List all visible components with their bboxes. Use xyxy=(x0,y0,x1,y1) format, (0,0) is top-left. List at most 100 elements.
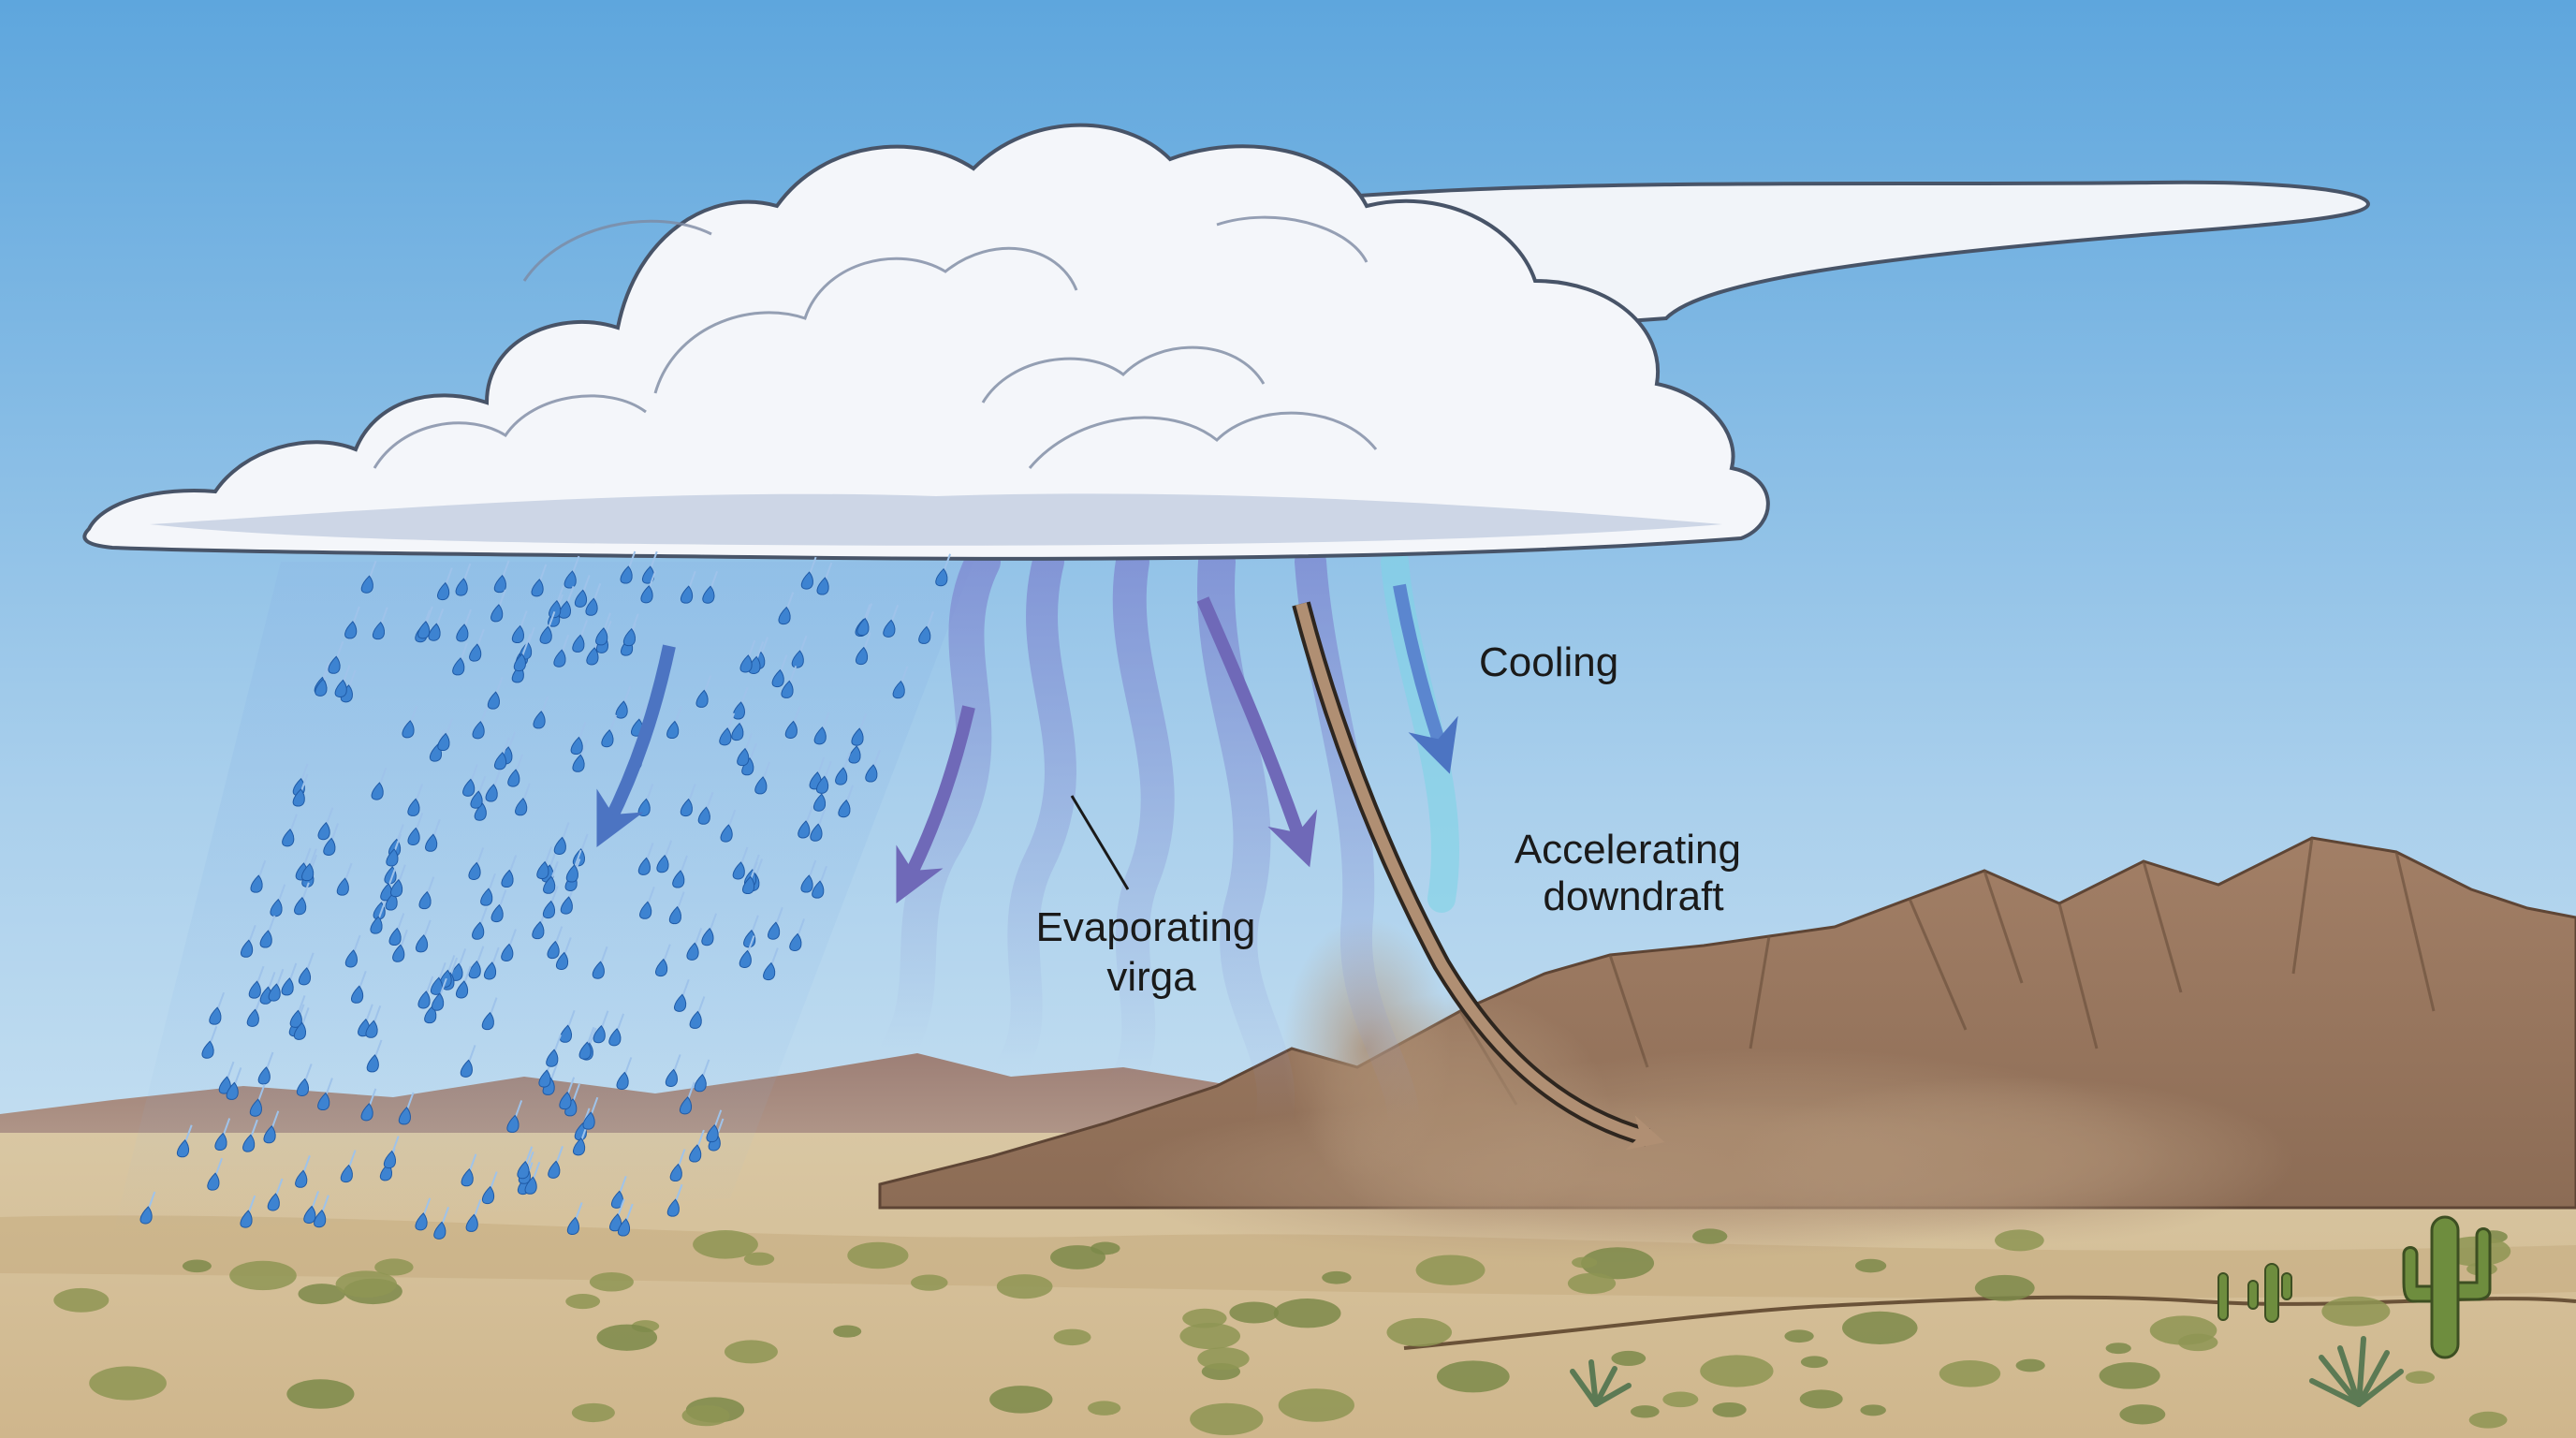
raindrop xyxy=(856,632,871,666)
raindrop xyxy=(372,607,388,640)
raindrop xyxy=(732,846,749,880)
raindrop xyxy=(365,1005,382,1038)
raindrop xyxy=(437,718,454,752)
raindrop xyxy=(470,775,487,809)
shrub xyxy=(2105,1343,2131,1355)
raindrop xyxy=(669,1149,686,1182)
shrub xyxy=(229,1260,297,1291)
shrub xyxy=(2149,1315,2217,1345)
raindrop xyxy=(566,1202,583,1236)
raindrop xyxy=(248,965,265,999)
raindrop xyxy=(798,805,813,839)
downdraft-label-line2: downdraft xyxy=(1543,873,1723,919)
raindrop xyxy=(549,585,564,619)
raindrop xyxy=(655,944,671,977)
raindrop xyxy=(517,1146,534,1180)
raindrop xyxy=(490,889,507,923)
desert-shrubs xyxy=(53,1228,2511,1436)
raindrop xyxy=(601,714,618,748)
raindrop xyxy=(295,1154,311,1188)
raindrop xyxy=(214,1118,231,1152)
raindrop xyxy=(417,976,434,1009)
raindrop xyxy=(791,635,808,668)
shrub xyxy=(833,1325,862,1338)
raindrop xyxy=(739,935,755,968)
rain-downdraft-arrow xyxy=(596,644,676,848)
shrub xyxy=(2405,1371,2436,1385)
raindrop xyxy=(559,1009,576,1043)
shrub xyxy=(1799,1389,1843,1409)
shrub xyxy=(1630,1405,1660,1418)
shrub xyxy=(596,1324,658,1351)
raindrop xyxy=(565,849,582,883)
raindrop xyxy=(416,919,432,953)
raindrop xyxy=(511,610,528,644)
raindrop xyxy=(666,706,682,740)
shrub xyxy=(53,1287,110,1313)
shrub xyxy=(1700,1355,1774,1387)
shrub xyxy=(1322,1270,1352,1284)
shrub xyxy=(1854,1258,1887,1273)
raindrop xyxy=(360,560,377,594)
raindrop xyxy=(539,610,556,644)
raindrop xyxy=(706,1109,723,1143)
raindrop xyxy=(637,843,654,875)
accelerating-downdraft-label: Accelerating downdraft xyxy=(1515,827,1752,919)
raindrop xyxy=(695,675,712,708)
shrub xyxy=(2321,1296,2391,1327)
shrub xyxy=(1179,1322,1241,1350)
raindrop xyxy=(816,760,832,794)
raindrop xyxy=(430,961,446,995)
raindrop xyxy=(892,666,909,699)
raindrop xyxy=(742,861,758,895)
raindrop xyxy=(768,906,783,940)
shrub xyxy=(681,1404,730,1427)
raindrop xyxy=(778,592,795,625)
raindrop xyxy=(301,848,317,882)
raindrop xyxy=(383,1136,400,1169)
raindrop xyxy=(574,574,591,608)
raindrop xyxy=(935,553,952,587)
raindrop xyxy=(672,855,688,888)
shrub xyxy=(724,1340,778,1364)
raindrop xyxy=(468,847,485,880)
cooling-label: Cooling xyxy=(1479,639,1618,685)
raindrop xyxy=(739,639,756,673)
raindrop xyxy=(415,1197,432,1231)
raindrop xyxy=(323,823,340,856)
raindrop xyxy=(218,1061,235,1094)
raindrop xyxy=(428,608,445,641)
raindrop xyxy=(546,1034,562,1067)
shrub xyxy=(743,1252,775,1266)
raindrop xyxy=(455,563,472,596)
raindrop xyxy=(490,589,506,623)
raindrop xyxy=(812,865,827,899)
raindrop xyxy=(250,859,267,893)
raindrop xyxy=(781,666,798,698)
raindrop xyxy=(241,924,256,958)
raindrop xyxy=(697,791,714,825)
raindrop xyxy=(674,978,690,1012)
shrub xyxy=(1939,1359,2001,1387)
raindrop xyxy=(883,604,900,638)
raindrop xyxy=(689,996,706,1029)
raindrop xyxy=(784,706,801,739)
cumulonimbus-cloud xyxy=(82,123,2371,561)
raindrop xyxy=(732,686,749,720)
raindrop xyxy=(531,564,548,597)
shrub xyxy=(1692,1228,1728,1244)
raindrop xyxy=(507,754,523,787)
raindrop xyxy=(513,638,530,672)
raindrop xyxy=(800,859,817,893)
shrub xyxy=(1567,1272,1617,1295)
raindrop xyxy=(351,970,367,1004)
cloud-body xyxy=(82,123,1770,561)
shrub xyxy=(1974,1274,2035,1301)
raindrop xyxy=(139,1191,156,1225)
raindrop xyxy=(585,582,602,616)
shrub xyxy=(565,1293,601,1310)
raindrop xyxy=(611,1175,627,1209)
shrub xyxy=(1784,1329,1814,1343)
raindrop xyxy=(592,946,608,979)
shrub xyxy=(1190,1402,1264,1436)
